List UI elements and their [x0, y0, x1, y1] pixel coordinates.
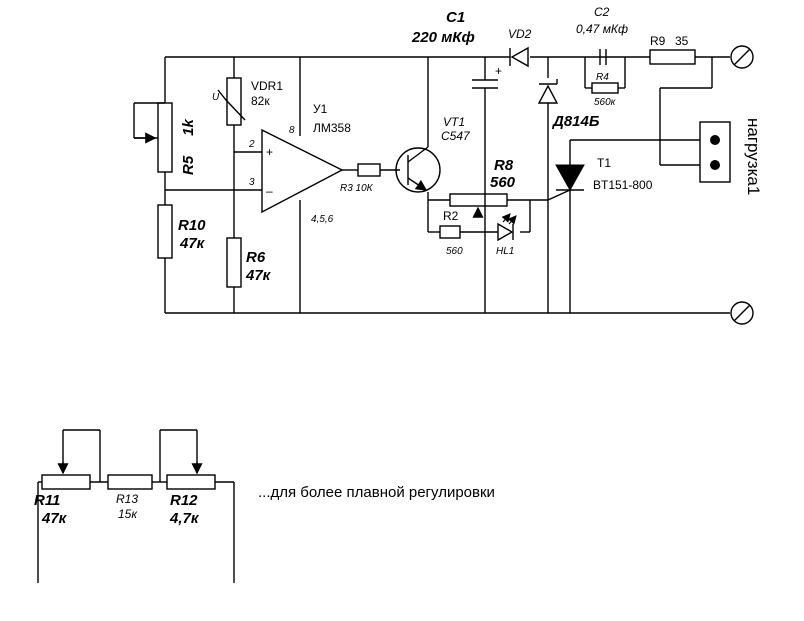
- r13-resistor: [107, 474, 153, 490]
- load-connector: [699, 121, 731, 183]
- u1-name: У1: [313, 102, 328, 116]
- u1-model: ЛМ358: [313, 121, 351, 135]
- r13-name: R13: [116, 492, 138, 506]
- vd2-diode: [509, 46, 529, 68]
- c1-value: 220 мКф: [411, 29, 475, 46]
- r6-resistor: [226, 237, 242, 288]
- r4-resistor: [591, 82, 619, 94]
- alt-chain-wiring: [37, 429, 235, 583]
- vt1-model: C547: [441, 129, 471, 143]
- zener-name: Д814Б: [551, 113, 600, 130]
- u1-minus: –: [266, 184, 273, 198]
- hl1-led: [497, 213, 517, 242]
- r3-resistor: [357, 163, 381, 177]
- load-name: нагрузка1: [744, 118, 763, 195]
- r2-resistor: [439, 225, 461, 239]
- u1-pin8: 8: [289, 125, 295, 136]
- r12-name: R12: [170, 492, 198, 509]
- r8-potentiometer: [449, 193, 508, 218]
- opamp-u1: [261, 128, 344, 214]
- r9-resistor: [649, 49, 696, 65]
- r6-name: R6: [246, 249, 266, 266]
- r9-name: R9: [650, 34, 666, 48]
- r5-potentiometer: [134, 102, 173, 173]
- t1-thyristor: [547, 164, 585, 201]
- r8-value: 560: [490, 174, 516, 191]
- t1-model: BT151-800: [593, 178, 653, 192]
- c2-value: 0,47 мКф: [576, 22, 628, 36]
- t1-name: T1: [597, 156, 611, 170]
- r4-value: 560к: [594, 97, 617, 108]
- r12-potentiometer: [166, 462, 216, 490]
- u1-plus: +: [266, 145, 273, 159]
- vdr1-name: VDR1: [251, 79, 283, 93]
- r5-label: R51k: [180, 118, 197, 175]
- vdr1-value: 82к: [251, 94, 270, 108]
- vdr1-mark: U: [212, 92, 220, 103]
- u1-pin3: 3: [249, 177, 255, 188]
- r2-value: 560: [446, 246, 463, 257]
- r12-value: 4,7к: [169, 510, 200, 527]
- alt-chain-note: ...для более плавной регулировки: [258, 484, 495, 501]
- r6-value: 47к: [245, 267, 272, 284]
- r10-name: R10: [178, 217, 206, 234]
- vdr1-varistor: [217, 77, 246, 126]
- wiring: [133, 56, 730, 314]
- r11-value: 47к: [41, 510, 68, 527]
- r3-label: R3 10К: [340, 183, 374, 194]
- u1-pin2: 2: [248, 139, 255, 150]
- c1-plus: +: [495, 64, 502, 78]
- r4-name: R4: [596, 72, 609, 83]
- terminal-bottom: [730, 301, 754, 325]
- zener-diode: [537, 79, 559, 104]
- vt1-transistor: [395, 146, 441, 193]
- r10-resistor: [157, 204, 173, 259]
- r9-value: 35: [675, 34, 689, 48]
- u1-pins-gnd: 4,5,6: [311, 214, 334, 225]
- c2-name: C2: [594, 5, 610, 19]
- r10-value: 47к: [179, 235, 206, 252]
- terminal-top: [730, 45, 754, 69]
- r11-potentiometer: [41, 462, 91, 490]
- r8-name: R8: [494, 157, 514, 174]
- vt1-name: VT1: [443, 115, 465, 129]
- vd2-name: VD2: [508, 27, 532, 41]
- c1-capacitor: [472, 79, 498, 89]
- c1-name: C1: [446, 9, 465, 26]
- hl1-name: HL1: [496, 246, 514, 257]
- r13-value: 15к: [118, 507, 138, 521]
- r11-name: R11: [34, 492, 60, 509]
- r2-name: R2: [443, 209, 459, 223]
- c2-capacitor: [599, 49, 607, 65]
